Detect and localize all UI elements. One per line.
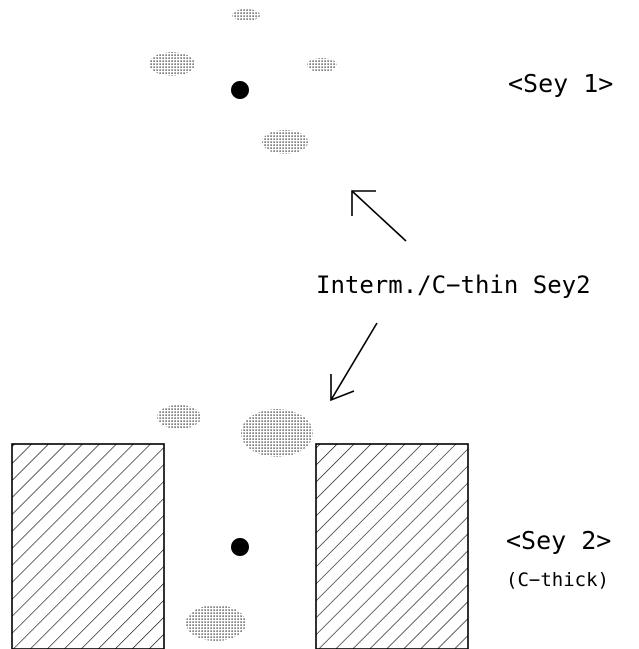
central-nucleus bbox=[231, 538, 249, 556]
cloud bbox=[241, 409, 313, 457]
cthick-label: (C−thick) bbox=[506, 569, 609, 591]
cloud bbox=[186, 605, 246, 641]
torus-right bbox=[315, 443, 469, 649]
cloud bbox=[157, 405, 201, 429]
cloud bbox=[149, 52, 195, 76]
cloud bbox=[232, 9, 260, 21]
sey1-panel bbox=[149, 9, 337, 154]
cloud bbox=[262, 130, 308, 154]
torus-left bbox=[11, 443, 165, 649]
arrow-up-left bbox=[351, 190, 407, 242]
sey2-label: <Sey 2> bbox=[506, 526, 611, 555]
sey1-label: <Sey 1> bbox=[508, 69, 613, 98]
central-nucleus bbox=[231, 81, 249, 99]
cloud bbox=[307, 58, 337, 72]
arrow-down-left bbox=[330, 322, 378, 402]
sey2-panel bbox=[11, 405, 469, 649]
intermediate-label: Interm./C−thin Sey2 bbox=[316, 271, 591, 299]
